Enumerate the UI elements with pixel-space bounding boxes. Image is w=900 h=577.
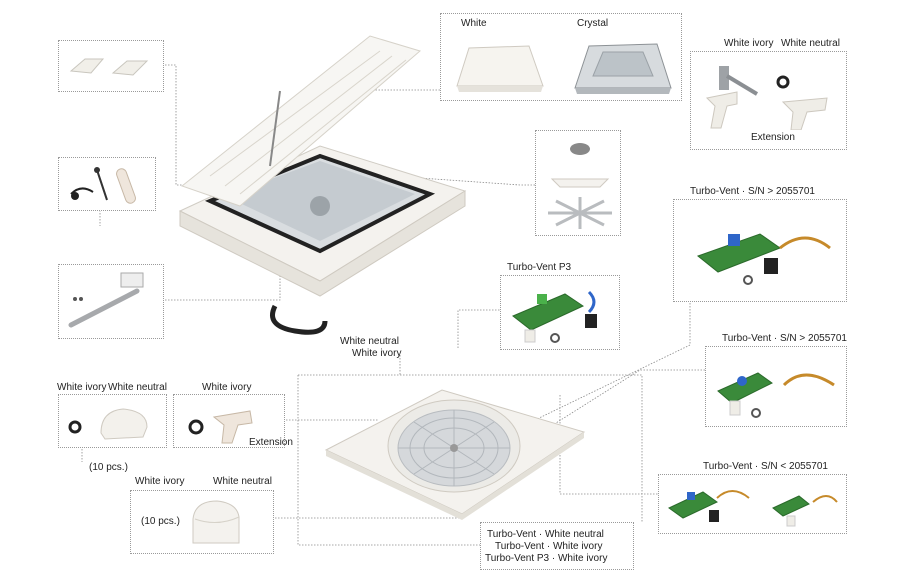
fan-base-illustration bbox=[324, 389, 586, 520]
board-sn-lt-box: Turbo-Vent · S/N < 2055701 bbox=[658, 461, 847, 534]
cap-white-ivory-label: White ivory bbox=[135, 476, 185, 487]
fan-blade-kit-box bbox=[535, 130, 621, 236]
operating-arm-icon bbox=[68, 272, 144, 328]
knob-extension-box bbox=[173, 394, 285, 448]
cap-box: (10 pcs.) bbox=[130, 490, 274, 554]
pcb-p3-icon bbox=[512, 290, 597, 343]
dome-crystal-icon bbox=[574, 43, 672, 94]
fan-white-ivory-label: White ivory bbox=[352, 348, 402, 359]
base-variant-2: Turbo-Vent · White ivory bbox=[495, 541, 603, 552]
board-sn-gt-box-2: Turbo-Vent · S/N > 2055701 bbox=[705, 333, 847, 427]
knob-ext-extension-label: Extension bbox=[249, 437, 293, 448]
base-variants-box: Turbo-Vent · White neutral Turbo-Vent · … bbox=[480, 522, 634, 570]
operating-arm-box bbox=[58, 264, 164, 339]
pcb-icon bbox=[696, 233, 831, 285]
board-sn-gt-title-1: Turbo-Vent · S/N > 2055701 bbox=[690, 186, 815, 197]
roof-vent-illustration bbox=[178, 35, 467, 335]
knob-ext-white-ivory-label: White ivory bbox=[202, 382, 252, 393]
handle-crank-icon bbox=[705, 66, 828, 130]
crank-kit-icon bbox=[70, 167, 136, 204]
knob-white-ivory-label: White ivory bbox=[57, 382, 107, 393]
handle-crank-box: White ivory White neutral Extension bbox=[690, 38, 847, 150]
dome-crystal-label: Crystal bbox=[577, 18, 609, 29]
dome-white-icon bbox=[456, 45, 544, 92]
fan-white-neutral-label: White neutral bbox=[340, 336, 399, 347]
knob-box bbox=[58, 394, 167, 448]
base-variant-1: Turbo-Vent · White neutral bbox=[487, 529, 604, 540]
dome-cover-box: White Crystal bbox=[440, 13, 682, 101]
cap-qty-label: (10 pcs.) bbox=[141, 516, 180, 527]
knob-icon bbox=[68, 408, 148, 440]
board-p3-box: Turbo-Vent P3 bbox=[500, 262, 620, 350]
cap-icon bbox=[192, 500, 240, 544]
cap-white-neutral-label: White neutral bbox=[213, 476, 272, 487]
crank-kit-box bbox=[58, 157, 156, 211]
latch-clips-box bbox=[58, 40, 164, 92]
board-sn-gt-title-2: Turbo-Vent · S/N > 2055701 bbox=[722, 333, 847, 344]
handle-white-neutral-label: White neutral bbox=[781, 38, 840, 49]
pcb-legacy-icon bbox=[668, 490, 838, 527]
dome-white-label: White bbox=[461, 18, 487, 29]
knob-qty-label: (10 pcs.) bbox=[89, 462, 128, 473]
pcb-small-icon bbox=[717, 372, 835, 418]
board-p3-title: Turbo-Vent P3 bbox=[507, 262, 572, 273]
handle-white-ivory-label: White ivory bbox=[724, 38, 774, 49]
knob-extension-icon bbox=[188, 410, 253, 444]
base-variant-3: Turbo-Vent P3 · White ivory bbox=[485, 553, 608, 564]
latch-clip-icon bbox=[69, 58, 149, 76]
board-sn-lt-title: Turbo-Vent · S/N < 2055701 bbox=[703, 461, 828, 472]
handle-extension-label: Extension bbox=[751, 132, 795, 143]
board-sn-gt-box-1: Turbo-Vent · S/N > 2055701 bbox=[673, 186, 847, 302]
fan-blade-kit-icon bbox=[548, 143, 612, 229]
knob-white-neutral-label: White neutral bbox=[108, 382, 167, 393]
